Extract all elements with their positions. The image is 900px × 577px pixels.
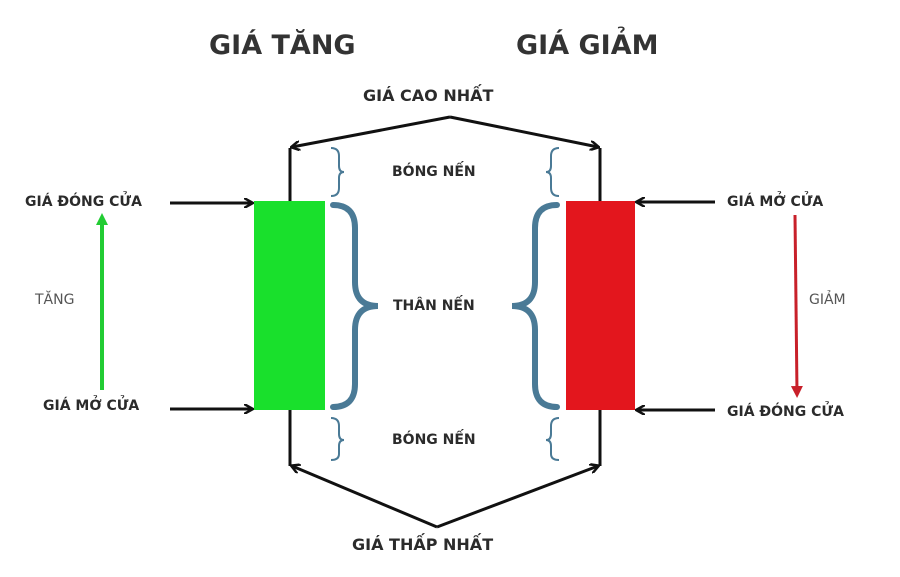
lower-shadow-brace-right — [545, 417, 560, 461]
bullish-direction-label: TĂNG — [35, 292, 75, 308]
upper-shadow-brace-left — [330, 147, 345, 197]
low-arrow-left — [292, 466, 438, 529]
upper-shadow-brace-right — [545, 147, 560, 197]
body-brace-right — [511, 202, 560, 410]
bullish-close-label: GIÁ ĐÓNG CỬA — [25, 194, 142, 210]
bullish-title: GIÁ TĂNG — [209, 30, 356, 61]
bearish-direction-label: GIẢM — [809, 292, 846, 308]
bullish-open-label: GIÁ MỞ CỬA — [43, 398, 140, 414]
bearish-open-label: GIÁ MỞ CỬA — [727, 194, 824, 210]
bullish-candle-body — [254, 201, 325, 410]
lower-shadow-label: BÓNG NẾN — [392, 432, 476, 448]
low-price-label: GIÁ THẤP NHẤT — [352, 535, 494, 554]
high-arrow-right — [449, 115, 598, 147]
bearish-title: GIÁ GIẢM — [516, 30, 659, 61]
body-label: THÂN NẾN — [393, 298, 475, 314]
bearish-close-label: GIÁ ĐÓNG CỬA — [727, 404, 844, 420]
low-arrow-right — [436, 466, 598, 529]
bearish-candle-body — [566, 201, 635, 410]
high-price-label: GIÁ CAO NHẤT — [363, 86, 494, 105]
body-brace-left — [330, 202, 379, 410]
lower-shadow-brace-left — [330, 417, 345, 461]
high-arrow-left — [292, 115, 451, 147]
down-direction-arrow — [790, 214, 803, 398]
upper-shadow-label: BÓNG NẾN — [392, 164, 476, 180]
